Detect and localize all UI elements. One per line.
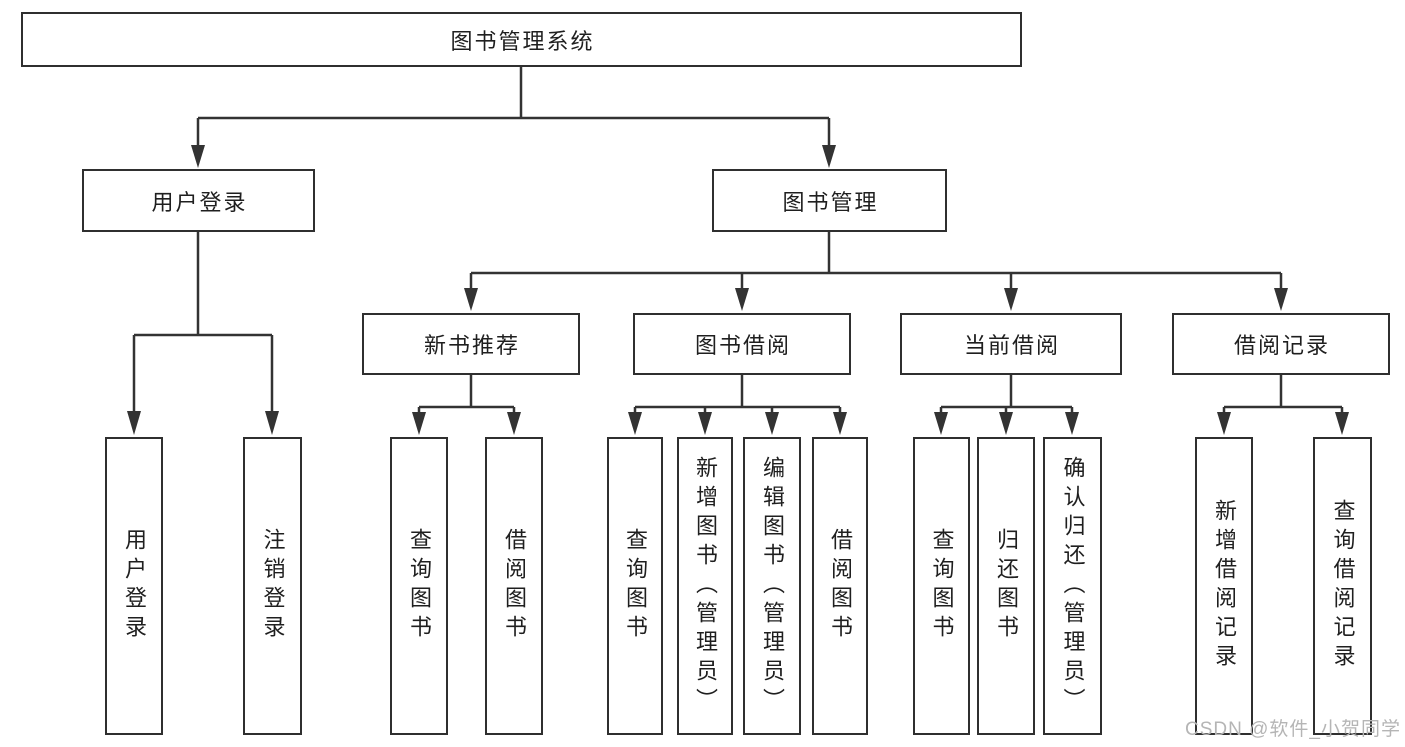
leaf-logout: 注销登录 <box>243 437 302 735</box>
leaf-query-book-3-label: 查询图书 <box>929 528 955 644</box>
leaf-add-book-admin: 新增图书（管理员） <box>677 437 733 735</box>
node-new-book-recommend: 新书推荐 <box>362 313 580 375</box>
node-current-borrow-label: 当前借阅 <box>963 333 1060 358</box>
leaf-user-login: 用户登录 <box>105 437 163 735</box>
node-root: 图书管理系统 <box>21 12 1022 67</box>
leaf-query-book-2: 查询图书 <box>607 437 663 735</box>
node-user-login: 用户登录 <box>82 169 315 232</box>
leaf-confirm-return-admin-label: 确认归还（管理员） <box>1060 455 1086 717</box>
node-book-borrow-label: 图书借阅 <box>694 333 791 358</box>
leaf-query-book-1: 查询图书 <box>390 437 448 735</box>
leaf-edit-book-admin-label: 编辑图书（管理员） <box>760 455 785 717</box>
leaf-user-login-label: 用户登录 <box>122 528 147 644</box>
node-book-management-label: 图书管理 <box>782 189 879 215</box>
leaf-query-book-1-label: 查询图书 <box>407 528 432 644</box>
leaf-return-book: 归还图书 <box>977 437 1035 735</box>
leaf-borrow-book-1-label: 借阅图书 <box>502 528 527 644</box>
leaf-borrow-book-1: 借阅图书 <box>485 437 543 735</box>
leaf-edit-book-admin: 编辑图书（管理员） <box>743 437 801 735</box>
node-current-borrow: 当前借阅 <box>900 313 1122 375</box>
node-user-login-label: 用户登录 <box>151 189 248 215</box>
leaf-query-borrow-record-label: 查询借阅记录 <box>1330 499 1356 673</box>
leaf-query-book-2-label: 查询图书 <box>623 528 648 644</box>
leaf-query-book-3: 查询图书 <box>913 437 970 735</box>
leaf-borrow-book-2: 借阅图书 <box>812 437 868 735</box>
leaf-add-borrow-record: 新增借阅记录 <box>1195 437 1253 735</box>
node-root-label: 图书管理系统 <box>450 28 595 54</box>
leaf-add-book-admin-label: 新增图书（管理员） <box>693 455 718 717</box>
leaf-return-book-label: 归还图书 <box>994 528 1019 644</box>
leaf-confirm-return-admin: 确认归还（管理员） <box>1043 437 1102 735</box>
leaf-logout-label: 注销登录 <box>260 528 286 644</box>
leaf-add-borrow-record-label: 新增借阅记录 <box>1212 499 1237 673</box>
node-new-book-recommend-label: 新书推荐 <box>423 333 520 358</box>
node-borrow-records: 借阅记录 <box>1172 313 1390 375</box>
csdn-watermark: CSDN @软件_小贺同学 <box>1185 719 1401 740</box>
node-book-management: 图书管理 <box>712 169 947 232</box>
leaf-borrow-book-2-label: 借阅图书 <box>828 528 853 644</box>
node-book-borrow: 图书借阅 <box>633 313 851 375</box>
node-borrow-records-label: 借阅记录 <box>1233 333 1330 358</box>
leaf-query-borrow-record: 查询借阅记录 <box>1313 437 1372 735</box>
